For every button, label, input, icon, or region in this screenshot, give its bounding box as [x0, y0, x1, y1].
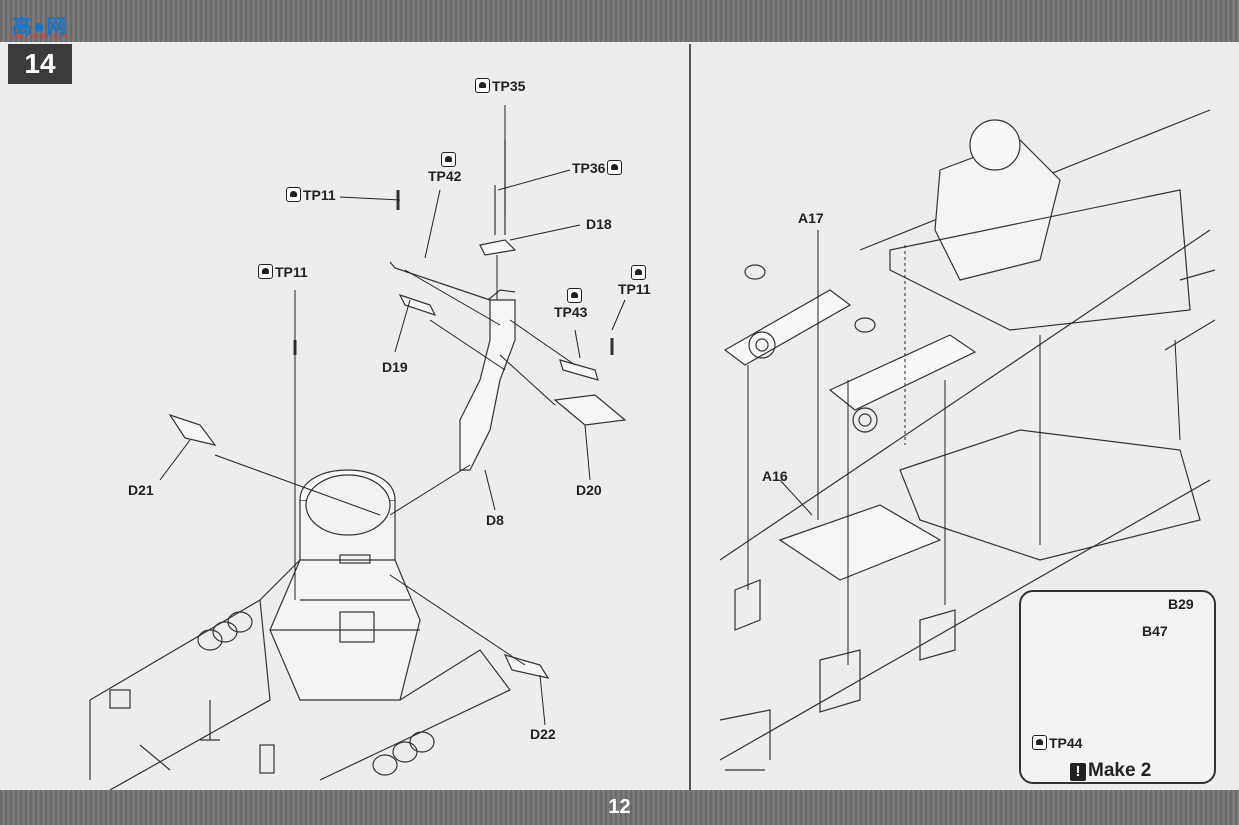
photo-etch-part-icon [1032, 735, 1047, 750]
photo-etch-part-icon [258, 264, 273, 279]
label-tp44-text: TP44 [1049, 735, 1083, 751]
label-d18: D18 [586, 216, 612, 232]
detail-inset-box [1019, 590, 1216, 784]
logo-subtext: gao-shan.com [10, 32, 68, 41]
label-tp43: TP43 [554, 288, 587, 320]
photo-etch-part-icon [607, 160, 623, 175]
photo-etch-part-icon [286, 187, 301, 202]
label-tp43-text: TP43 [554, 304, 588, 320]
label-tp11-c: TP11 [618, 265, 651, 297]
label-d20: D20 [576, 482, 602, 498]
label-tp11-a: TP11 [284, 187, 336, 203]
label-tp11-c-text: TP11 [618, 281, 651, 297]
label-tp36-text: TP36 [572, 160, 606, 176]
make-quantity-note: !Make 2 [1070, 760, 1151, 782]
label-tp11-a-text: TP11 [303, 187, 336, 203]
photo-etch-part-icon [630, 265, 646, 280]
bottom-footer-band [0, 790, 1239, 825]
label-tp11-b-text: TP11 [275, 264, 308, 280]
photo-etch-part-icon [441, 152, 457, 167]
label-d22: D22 [530, 726, 556, 742]
photo-etch-part-icon [475, 78, 490, 93]
label-d21: D21 [128, 482, 154, 498]
label-tp11-b: TP11 [256, 264, 308, 280]
label-b29: B29 [1168, 596, 1194, 612]
label-d8: D8 [486, 512, 504, 528]
site-logo: 高●网 gao-shan.com [6, 4, 72, 41]
logo-text: 高●网 [12, 16, 68, 38]
label-tp42: TP42 [428, 152, 461, 184]
label-b47: B47 [1142, 623, 1168, 639]
page-number: 12 [608, 796, 631, 818]
label-tp36: TP36 [572, 160, 624, 176]
step-number-box: 14 [8, 44, 72, 84]
top-header-band [0, 0, 1239, 42]
label-a17: A17 [798, 210, 824, 226]
label-a16: A16 [762, 468, 788, 484]
exclamation-icon: ! [1070, 763, 1086, 781]
label-tp44: TP44 [1030, 735, 1082, 751]
label-tp35: TP35 [473, 78, 525, 94]
photo-etch-part-icon [567, 288, 583, 303]
label-d19: D19 [382, 359, 408, 375]
label-tp42-text: TP42 [428, 168, 462, 184]
make-quantity-text: Make 2 [1088, 760, 1152, 781]
label-tp35-text: TP35 [492, 78, 526, 94]
page-divider [689, 44, 691, 790]
